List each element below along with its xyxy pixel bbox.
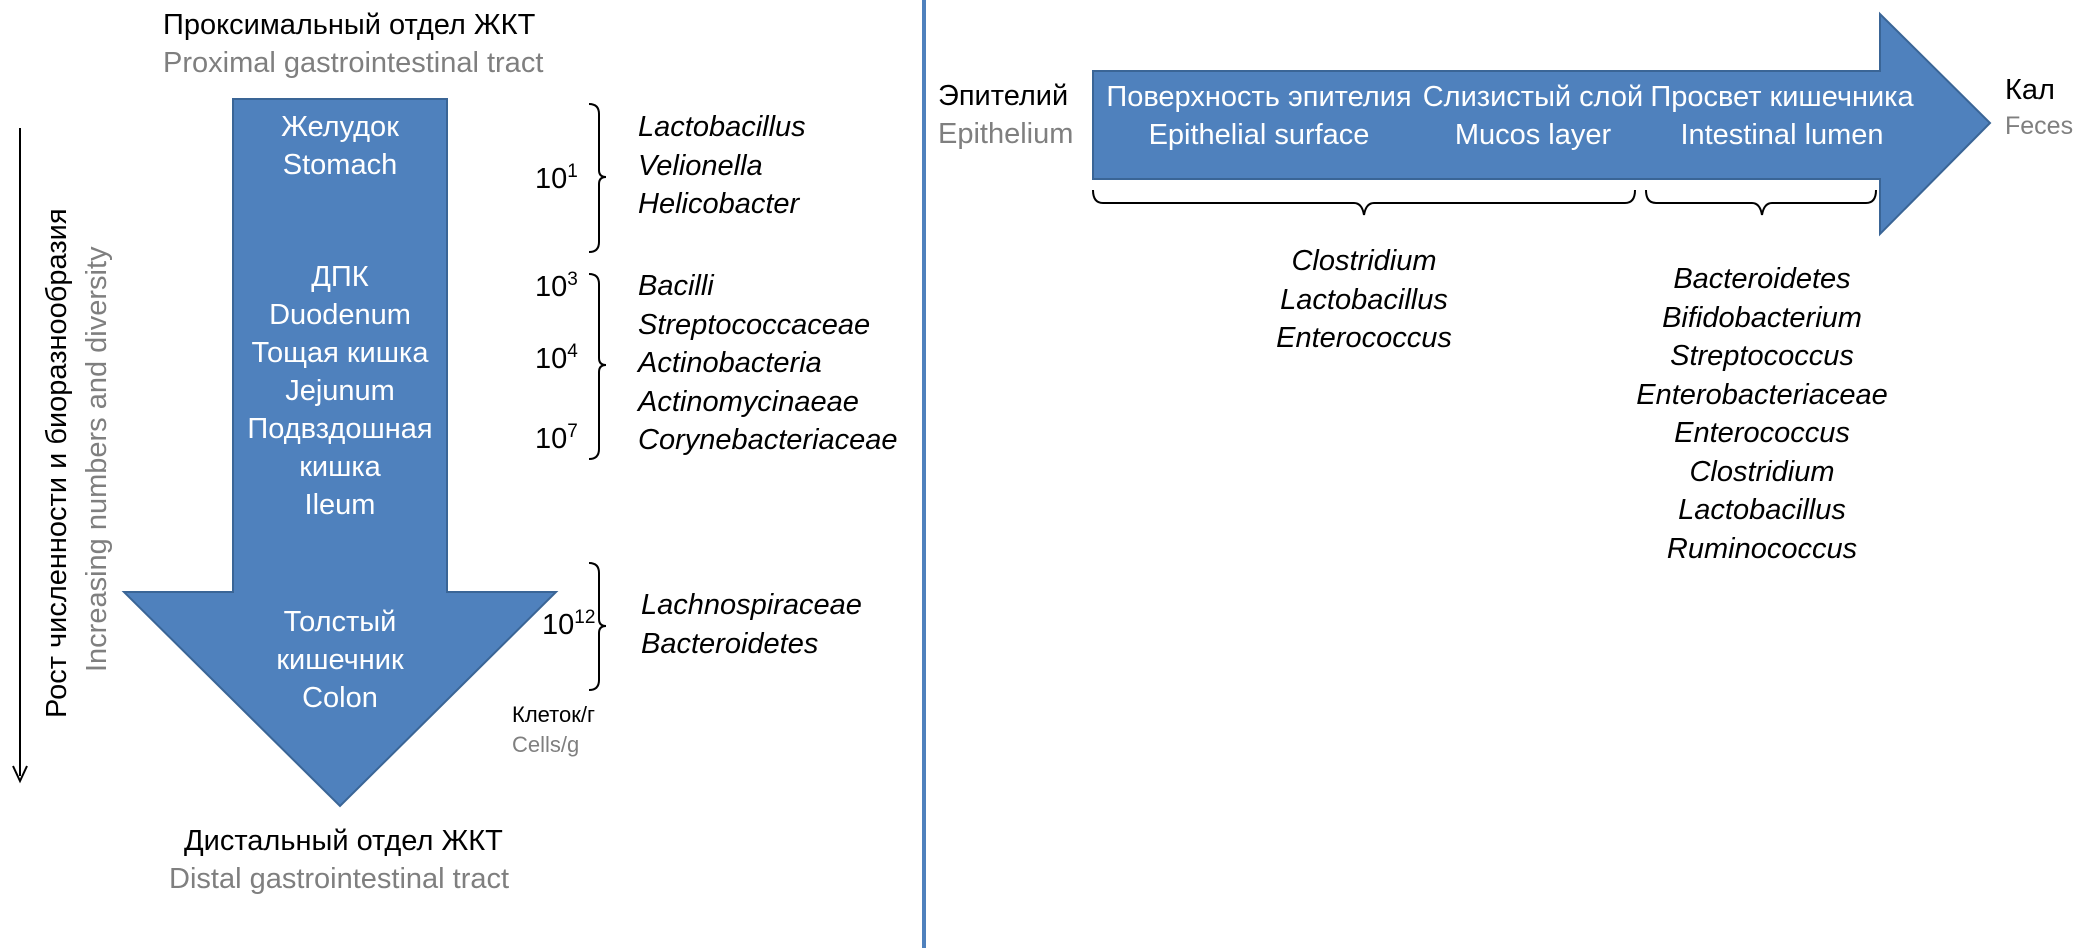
count-duodenum: 103 bbox=[535, 269, 578, 303]
taxon: Actinobacteria bbox=[638, 347, 822, 379]
taxa-list-colon: Lachnospiraceae Bacteroidetes bbox=[641, 586, 862, 663]
brace-lumen bbox=[1645, 189, 1877, 216]
brace-small-intestine bbox=[588, 273, 607, 460]
taxon: Corynebacteriaceae bbox=[638, 424, 898, 456]
taxon: Bacilli bbox=[638, 270, 714, 302]
brace-mucosal bbox=[1092, 189, 1636, 216]
taxon: Streptococcus bbox=[1670, 340, 1854, 372]
segment-stomach-ru: Желудок bbox=[281, 111, 399, 143]
side-label-en: Increasing numbers and diversity bbox=[81, 246, 113, 672]
taxon: Streptococcaceae bbox=[638, 308, 871, 341]
taxon: Enterococcus bbox=[1276, 322, 1452, 354]
taxon: Bifidobacterium bbox=[1662, 301, 1862, 334]
zone-label-ru: Просвет кишечника bbox=[1650, 81, 1914, 113]
taxa-list-small-intestine: Bacilli Streptococcaceae Actinobacteria … bbox=[638, 267, 898, 460]
epithelium-label-en: Epithelium bbox=[938, 118, 1074, 150]
segment-jejunum-ru: Тощая кишка bbox=[251, 337, 429, 369]
count-jejunum: 104 bbox=[535, 341, 578, 375]
unit-label-ru: Клеток/г bbox=[512, 702, 595, 727]
brace-stomach bbox=[588, 103, 607, 253]
taxon: Velionella bbox=[638, 149, 763, 182]
proximal-label-ru: Проксимальный отдел ЖКТ bbox=[163, 9, 536, 41]
taxa-list-mucosal: Clostridium Lactobacillus Enterococcus bbox=[1214, 242, 1514, 358]
side-label-ru: Рост численности и биоразнообразия bbox=[41, 208, 73, 718]
epithelium-to-feces-arrow bbox=[1092, 11, 1992, 237]
segment-colon-ru-1: Толстый bbox=[283, 606, 397, 638]
taxon: Enterobacteriaceae bbox=[1636, 378, 1888, 411]
side-arrow-head bbox=[12, 765, 28, 784]
taxon: Clostridium bbox=[1291, 245, 1437, 277]
feces-label-ru: Кал bbox=[2005, 74, 2055, 106]
segment-colon-en: Colon bbox=[302, 682, 378, 714]
zone-label-ru: Слизистый слой bbox=[1422, 81, 1644, 113]
zone-label-en: Epithelial surface bbox=[1148, 119, 1370, 151]
unit-label-en: Cells/g bbox=[512, 732, 580, 757]
count-colon: 1012 bbox=[542, 607, 596, 641]
taxon: Ruminococcus bbox=[1666, 532, 1858, 565]
taxon: Bacteroidetes bbox=[1673, 263, 1851, 295]
taxon: Lachnospiraceae bbox=[641, 589, 862, 621]
taxon: Enterococcus bbox=[1674, 417, 1850, 449]
zone-label-en: Mucos layer bbox=[1454, 119, 1612, 151]
distal-label-ru: Дистальный отдел ЖКТ bbox=[184, 825, 503, 857]
taxon: Clostridium bbox=[1689, 455, 1835, 488]
zone-mucus-layer: Слизистый слой Mucos layer bbox=[1418, 78, 1648, 154]
zone-label-en: Intestinal lumen bbox=[1680, 119, 1884, 151]
segment-colon-ru-2: кишечник bbox=[276, 644, 404, 676]
segment-colon: Толстый кишечник Colon bbox=[233, 603, 447, 717]
segment-stomach-en: Stomach bbox=[282, 149, 398, 181]
taxon: Helicobacter bbox=[638, 188, 800, 220]
segment-ileum-ru-1: Подвздошная bbox=[247, 413, 433, 445]
taxon: Lactobacillus bbox=[1678, 494, 1846, 526]
segment-duodenum-ru: ДПК bbox=[311, 261, 369, 293]
count-stomach: 101 bbox=[535, 161, 578, 195]
segment-ileum-en: Ileum bbox=[304, 489, 376, 521]
zone-intestinal-lumen: Просвет кишечника Intestinal lumen bbox=[1648, 78, 1916, 154]
taxon: Lactobacillus bbox=[638, 111, 806, 143]
taxa-list-stomach: Lactobacillus Velionella Helicobacter bbox=[638, 108, 806, 224]
segment-small-intestine: ДПК Duodenum Тощая кишка Jejunum Подвздо… bbox=[233, 258, 447, 524]
segment-stomach: Желудок Stomach bbox=[233, 108, 447, 184]
segment-jejunum-en: Jejunum bbox=[285, 375, 395, 407]
taxon: Actinomycinaeae bbox=[638, 385, 859, 418]
brace-colon bbox=[588, 562, 607, 691]
segment-duodenum-en: Duodenum bbox=[269, 299, 411, 331]
gi-tract-down-arrow bbox=[121, 98, 559, 808]
proximal-label-en: Proximal gastrointestinal tract bbox=[163, 47, 544, 79]
distal-label-en: Distal gastrointestinal tract bbox=[169, 863, 510, 895]
zone-epithelial-surface: Поверхность эпителия Epithelial surface bbox=[1100, 78, 1418, 154]
zone-label-ru: Поверхность эпителия bbox=[1106, 81, 1412, 113]
segment-ileum-ru-2: кишка bbox=[299, 451, 381, 483]
taxa-list-lumen: Bacteroidetes Bifidobacterium Streptococ… bbox=[1612, 260, 1912, 568]
count-ileum: 107 bbox=[535, 421, 578, 455]
taxon: Bacteroidetes bbox=[641, 627, 819, 660]
taxon: Lactobacillus bbox=[1280, 283, 1448, 316]
epithelium-label-ru: Эпителий bbox=[938, 80, 1069, 112]
feces-label-en: Feces bbox=[2005, 112, 2074, 140]
